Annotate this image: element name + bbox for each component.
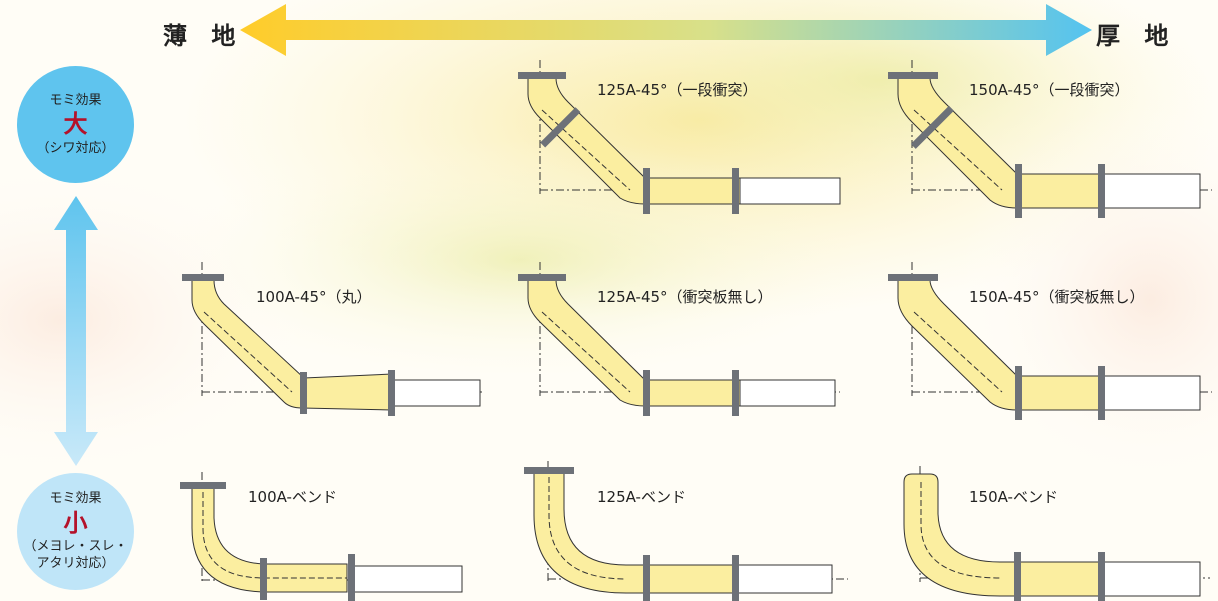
pipe-label: 150A-45°（衝突板無し） (969, 288, 1145, 306)
pipe-label: 150A-45°（一段衝突） (969, 81, 1130, 99)
pipe-label: 125A-45°（一段衝突） (597, 81, 758, 99)
pipe-label: 125A-ベンド (597, 488, 686, 506)
pipe-100a-bend (180, 472, 463, 601)
pipe-125a-45-shock (518, 60, 841, 214)
effect-label: モミ効果 (49, 92, 102, 108)
thick-fabric-label: 厚 地 (1096, 22, 1177, 50)
pipe-label: 125A-45°（衝突板無し） (597, 288, 773, 306)
pipe-150a-bend (903, 466, 1210, 601)
pipe-125a-bend (524, 461, 848, 601)
pipe-100a-45-round (182, 262, 482, 416)
effect-label: モミ効果 (49, 490, 102, 506)
effect-size: 小 (63, 508, 88, 537)
pipe-label: 100A-45°（丸） (256, 288, 372, 306)
pipe-label: 150A-ベンド (969, 488, 1058, 506)
pipe-150a-45-shock (888, 60, 1212, 218)
small-effect-badge: モミ効果 小 （メヨレ・スレ・ アタリ対応） (17, 473, 134, 590)
effect-note-2: アタリ対応） (36, 556, 115, 572)
effect-scale-arrow (54, 196, 98, 466)
effect-note: （シワ対応） (36, 140, 115, 156)
pipe-label: 100A-ベンド (248, 488, 337, 506)
large-effect-badge: モミ効果 大 （シワ対応） (17, 66, 134, 183)
effect-note: （メヨレ・スレ・ (23, 538, 128, 554)
pipe-150a-45-noplate (888, 262, 1212, 420)
effect-size: 大 (63, 110, 88, 139)
scale-arrow (240, 4, 1092, 56)
pipe-125a-45-noplate (518, 262, 840, 416)
thin-fabric-label: 薄 地 (163, 22, 244, 50)
